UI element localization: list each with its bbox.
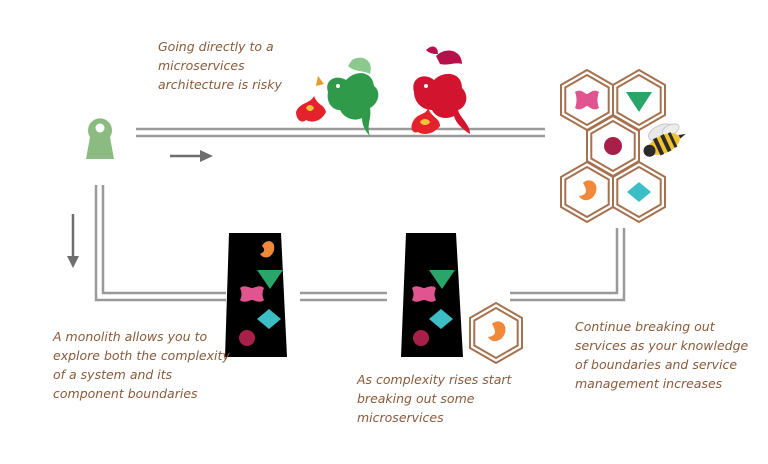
caption-risky: Going directly to a microservices archit… (158, 39, 282, 92)
hexagon-service-icon (612, 69, 666, 131)
pink-service-icon (240, 286, 264, 302)
top-rail (136, 127, 545, 138)
middle-rail (300, 291, 387, 302)
orange-service-icon (260, 241, 275, 258)
fire-icon (411, 108, 440, 134)
monolith-block (401, 233, 463, 357)
dragon-icon (413, 46, 470, 134)
green-service-icon (257, 270, 283, 289)
arrow-right-icon (170, 150, 213, 162)
hexagon-service-icon (612, 161, 666, 223)
caption-monolith: A monolith allows you to explore both th… (53, 329, 230, 401)
teal-service-icon (429, 309, 453, 329)
monolith-rail (94, 185, 226, 302)
caption-continue: Continue breaking out services as your k… (575, 319, 749, 391)
monolith-block (225, 233, 287, 357)
arrow-down-icon (67, 214, 79, 268)
dragon-icon (316, 57, 379, 136)
maroon-service-icon (413, 330, 429, 346)
maroon-service-icon (239, 330, 255, 346)
teal-service-icon (257, 309, 281, 329)
hexagon-service-icon (560, 161, 614, 223)
bee-icon (643, 123, 686, 157)
hexagon-service-icon (560, 69, 614, 131)
hexagon-service-icon (586, 115, 640, 177)
microservices-rail (510, 228, 626, 302)
hexagon-service-icon (469, 302, 523, 364)
pink-service-icon (412, 286, 436, 302)
fire-icon (296, 96, 326, 122)
caption-complexity: As complexity rises start breaking out s… (357, 372, 512, 425)
green-service-icon (429, 270, 455, 289)
person-icon (86, 118, 114, 159)
